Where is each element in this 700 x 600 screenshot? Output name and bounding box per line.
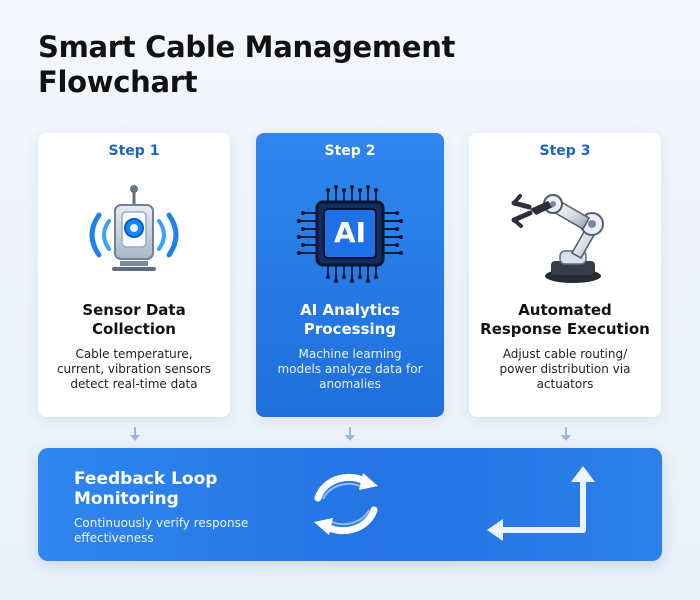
step-1-title-line-2: Collection <box>92 320 176 338</box>
step-1-description-line-1: Cable temperature, <box>75 347 193 361</box>
step-1-label: Step 1 <box>108 143 160 159</box>
step-3-title: Automated Response Execution <box>475 301 655 339</box>
sensor-icon <box>89 185 179 271</box>
step-2-description-line-2: models analyze data for <box>277 362 423 376</box>
step-3-title-line-2: Response Execution <box>480 320 650 338</box>
feedback-description-line-2: effectiveness <box>74 531 154 545</box>
page-title-line-2: Flowchart <box>38 65 198 99</box>
feedback-title-line-1: Feedback Loop <box>74 469 218 489</box>
step-2-title: AI Analytics Processing <box>262 301 438 339</box>
page-title-line-1: Smart Cable Management <box>38 30 456 64</box>
step-3-description-line-2: power distribution via <box>499 362 631 376</box>
step-1-description-line-3: detect real-time data <box>70 377 198 391</box>
step-2-title-line-1: AI Analytics <box>300 301 400 319</box>
step-2-description-line-3: anomalies <box>319 377 381 391</box>
step-1-down-arrow-icon <box>130 427 140 441</box>
feedback-description: Continuously verify response effectivene… <box>74 516 309 546</box>
step-3-title-line-1: Automated <box>518 301 612 319</box>
step-1-description: Cable temperature, current, vibration se… <box>44 347 224 392</box>
refresh-loop-icon <box>314 473 378 535</box>
feedback-title: Feedback Loop Monitoring <box>74 469 294 509</box>
step-2-description: Machine learning models analyze data for… <box>262 347 438 392</box>
robotic-arm-icon <box>511 194 604 283</box>
feedback-title-line-2: Monitoring <box>74 489 179 509</box>
step-3-card: Step 3 Automated Response Execution Adju… <box>469 133 661 417</box>
return-arrow-icon <box>487 466 595 541</box>
step-1-title-line-1: Sensor Data <box>82 301 186 319</box>
step-3-description: Adjust cable routing/ power distribution… <box>475 347 655 392</box>
step-2-label: Step 2 <box>324 143 376 159</box>
step-2-down-arrow-icon <box>345 427 355 441</box>
step-3-description-line-3: actuators <box>536 377 594 391</box>
step-1-card: Step 1 Sensor Data Collection Cable temp… <box>38 133 230 417</box>
feedback-description-line-1: Continuously verify response <box>74 516 249 530</box>
step-3-description-line-1: Adjust cable routing/ <box>502 347 628 361</box>
step-2-description-line-1: Machine learning <box>298 347 402 361</box>
step-1-title: Sensor Data Collection <box>44 301 224 339</box>
step-1-description-line-2: current, vibration sensors <box>56 362 212 376</box>
step-2-title-line-2: Processing <box>303 320 397 338</box>
page-title: Smart Cable Management Flowchart <box>38 30 558 100</box>
step-2-card: Step 2 AI AI Analytics Processing Machin… <box>256 133 444 417</box>
step-3-label: Step 3 <box>539 143 591 159</box>
ai-chip-icon: AI <box>297 185 403 283</box>
feedback-loop-panel: Feedback Loop Monitoring Continuously ve… <box>38 448 662 561</box>
ai-chip-label: AI <box>334 216 366 249</box>
step-3-down-arrow-icon <box>561 427 571 441</box>
